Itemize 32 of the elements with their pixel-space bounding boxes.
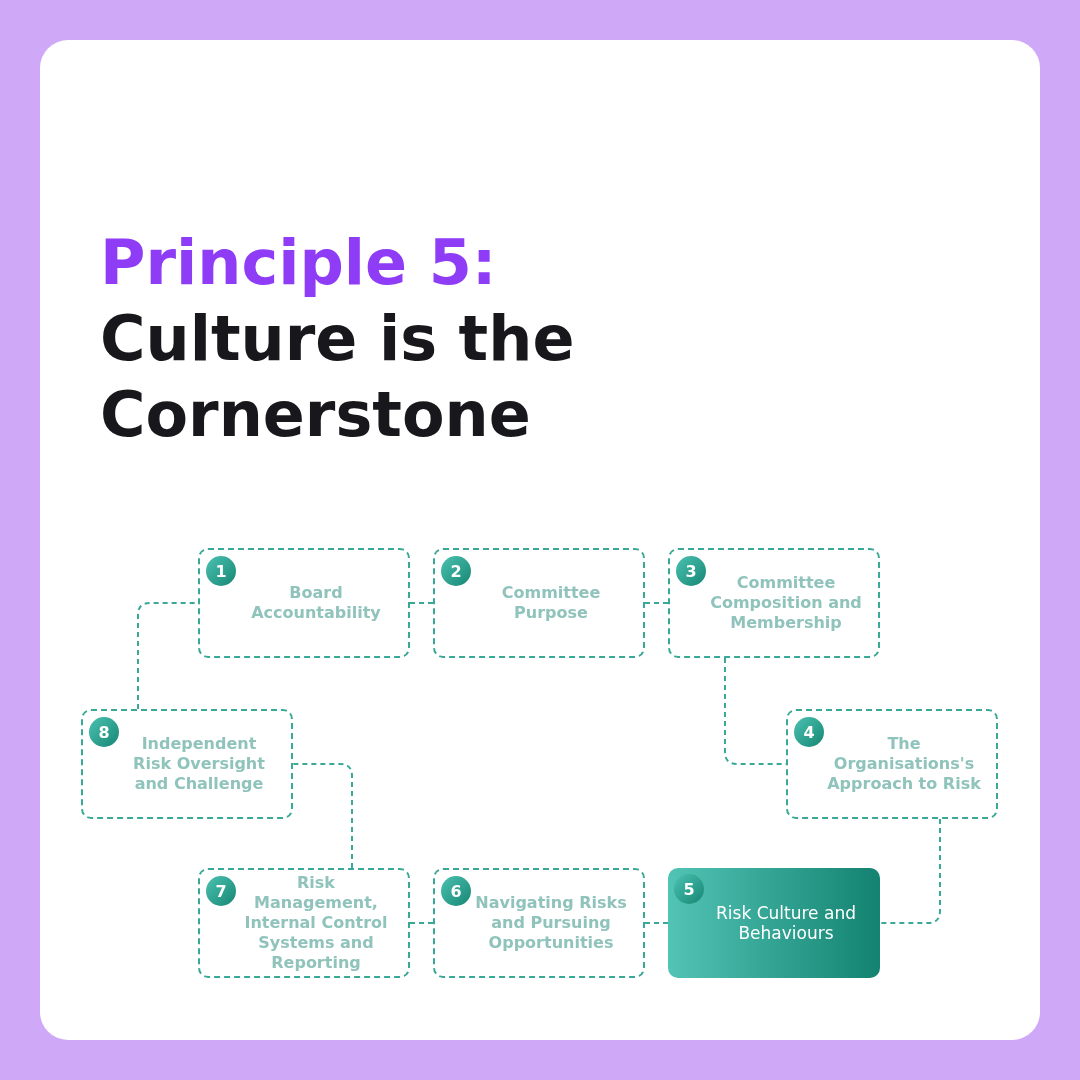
step-label: Independent Risk Oversight and Challenge [132, 734, 266, 794]
step-label: Navigating Risks and Pursuing Opportunities [474, 893, 628, 953]
connector-line [292, 763, 353, 869]
step-number-badge: 3 [676, 556, 706, 586]
highlighted-step-box [668, 868, 880, 978]
step-number-badge: 2 [441, 556, 471, 586]
step-box [433, 868, 645, 978]
step-box [81, 709, 293, 819]
connector-line [644, 922, 669, 924]
step-number-badge: 6 [441, 876, 471, 906]
step-label: Risk Culture and Behaviours [715, 903, 857, 943]
step-box [786, 709, 998, 819]
title: Principle 5: [100, 225, 497, 301]
step-number-badge: 7 [206, 876, 236, 906]
step-box [668, 548, 880, 658]
step-label: Committee Composition and Membership [709, 573, 863, 633]
step-label: Board Accountability [250, 583, 382, 623]
step-number-badge: 5 [674, 874, 704, 904]
connector-line [644, 602, 669, 604]
step-number-badge: 4 [794, 717, 824, 747]
step-box [198, 548, 410, 658]
connector-line [409, 602, 434, 604]
connector-line [409, 922, 434, 924]
subtitle: Culture is the Cornerstone [100, 301, 576, 453]
step-label: The Organisations's Approach to Risk [826, 734, 982, 794]
step-label: Committee Purpose [500, 583, 602, 623]
step-number-badge: 1 [206, 556, 236, 586]
step-label: Risk Management, Internal Control Systems and Reporting [243, 873, 389, 973]
step-box [433, 548, 645, 658]
connector-line [879, 818, 941, 924]
step-number-badge: 8 [89, 717, 119, 747]
step-box [198, 868, 410, 978]
